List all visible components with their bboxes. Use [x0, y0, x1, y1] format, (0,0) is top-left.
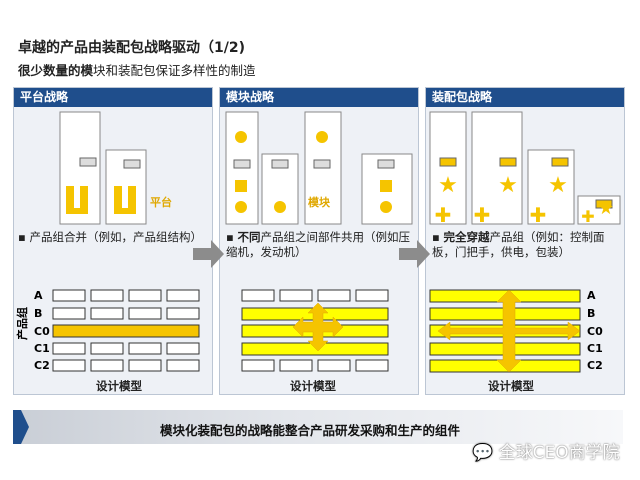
module-circle [274, 201, 286, 213]
design-model-label: 设计模型 [290, 379, 336, 393]
banner-chevron-icon [13, 410, 29, 444]
package-panel [499, 157, 517, 167]
grid-platform [52, 289, 200, 372]
plus-icon: ✚ [474, 203, 491, 227]
bullet-module-bold: 不同 [237, 230, 261, 244]
star-icon: ★ [498, 173, 518, 198]
watermark-text: 全球CEO商学院 [498, 443, 620, 463]
subtitle-bold: 很少数量的模 [18, 63, 94, 78]
design-model-label: 设计模型 [488, 379, 534, 393]
product-slot [271, 159, 289, 169]
grid-module [241, 289, 389, 372]
star-icon: ★ [438, 173, 458, 198]
product-box [471, 111, 523, 225]
arrow-right-icon [193, 240, 224, 268]
module-cross-arrow [292, 302, 344, 352]
package-panel [551, 157, 569, 167]
platform-shape [66, 186, 88, 214]
plus-icon: ✚ [435, 203, 452, 227]
plus-icon: ✚ [581, 207, 594, 226]
row-label-c1: C1 [34, 342, 50, 355]
module-circle [316, 131, 328, 143]
bullet-platform-text: 产品组合并（例如，产品组结构） [29, 230, 202, 244]
row-label-a: A [34, 289, 43, 302]
platform-shape [114, 186, 136, 214]
product-slot [377, 159, 395, 169]
row-label-c2: C2 [34, 359, 50, 372]
product-slot [233, 159, 251, 169]
row-label-a: A [587, 289, 596, 302]
subtitle-rest: 块和装配包保证多样性的制造 [93, 63, 256, 78]
bullet-package-bold: 完全穿越 [443, 230, 490, 244]
panel-header-platform: 平台战略 [14, 88, 212, 107]
axis-label-product-group: 产品组 [15, 307, 29, 340]
row-label-b: B [34, 307, 42, 320]
row-label-c1: C1 [587, 342, 603, 355]
module-label: 模块 [308, 195, 331, 209]
arrow-right-icon [399, 240, 430, 268]
panel-header-package: 装配包战略 [426, 88, 624, 107]
watermark: 💬 全球CEO商学院 [472, 438, 620, 463]
module-square [380, 180, 392, 192]
row-label-c0: C0 [34, 325, 50, 338]
bullet-module-text: 产品组之间部件共用（例如压缩机，发动机） [226, 230, 410, 259]
row-label-c2: C2 [587, 359, 603, 372]
bullet-module: ▪ 不同产品组之间部件共用（例如压缩机，发动机） [226, 230, 410, 259]
module-circle [380, 201, 392, 213]
module-circle [235, 201, 247, 213]
star-icon: ★ [598, 198, 614, 219]
bullet-package: ▪ 完全穿越产品组（例如：控制面板，门把手，供电，包装） [432, 230, 605, 259]
bullet-platform: ▪ 产品组合并（例如，产品组结构） [18, 230, 202, 244]
row-label-b: B [587, 307, 595, 320]
product-slot [123, 159, 141, 169]
platform-label: 平台 [150, 195, 172, 209]
product-slot [79, 157, 97, 167]
row-label-c0: C0 [587, 325, 603, 338]
star-icon: ★ [548, 173, 568, 198]
plus-icon: ✚ [530, 203, 547, 227]
package-panel [595, 199, 613, 209]
bullet-package-text: 产品组（例如：控制面板，门把手，供电，包装） [432, 230, 605, 259]
package-cross-arrow [437, 289, 581, 373]
product-slot [313, 159, 331, 169]
product-box [429, 111, 467, 225]
page-title: 卓越的产品由装配包战略驱动（1/2) [18, 40, 245, 56]
panel-header-module: 模块战略 [220, 88, 418, 107]
page-subtitle: 很少数量的模块和装配包保证多样性的制造 [18, 60, 256, 79]
module-circle [235, 131, 247, 143]
design-model-label: 设计模型 [96, 379, 142, 393]
wechat-icon: 💬 [472, 443, 494, 463]
package-panel [439, 157, 457, 167]
module-square [235, 180, 247, 192]
summary-banner-text: 模块化装配包的战略能整合产品研发采购和生产的组件 [160, 423, 461, 438]
